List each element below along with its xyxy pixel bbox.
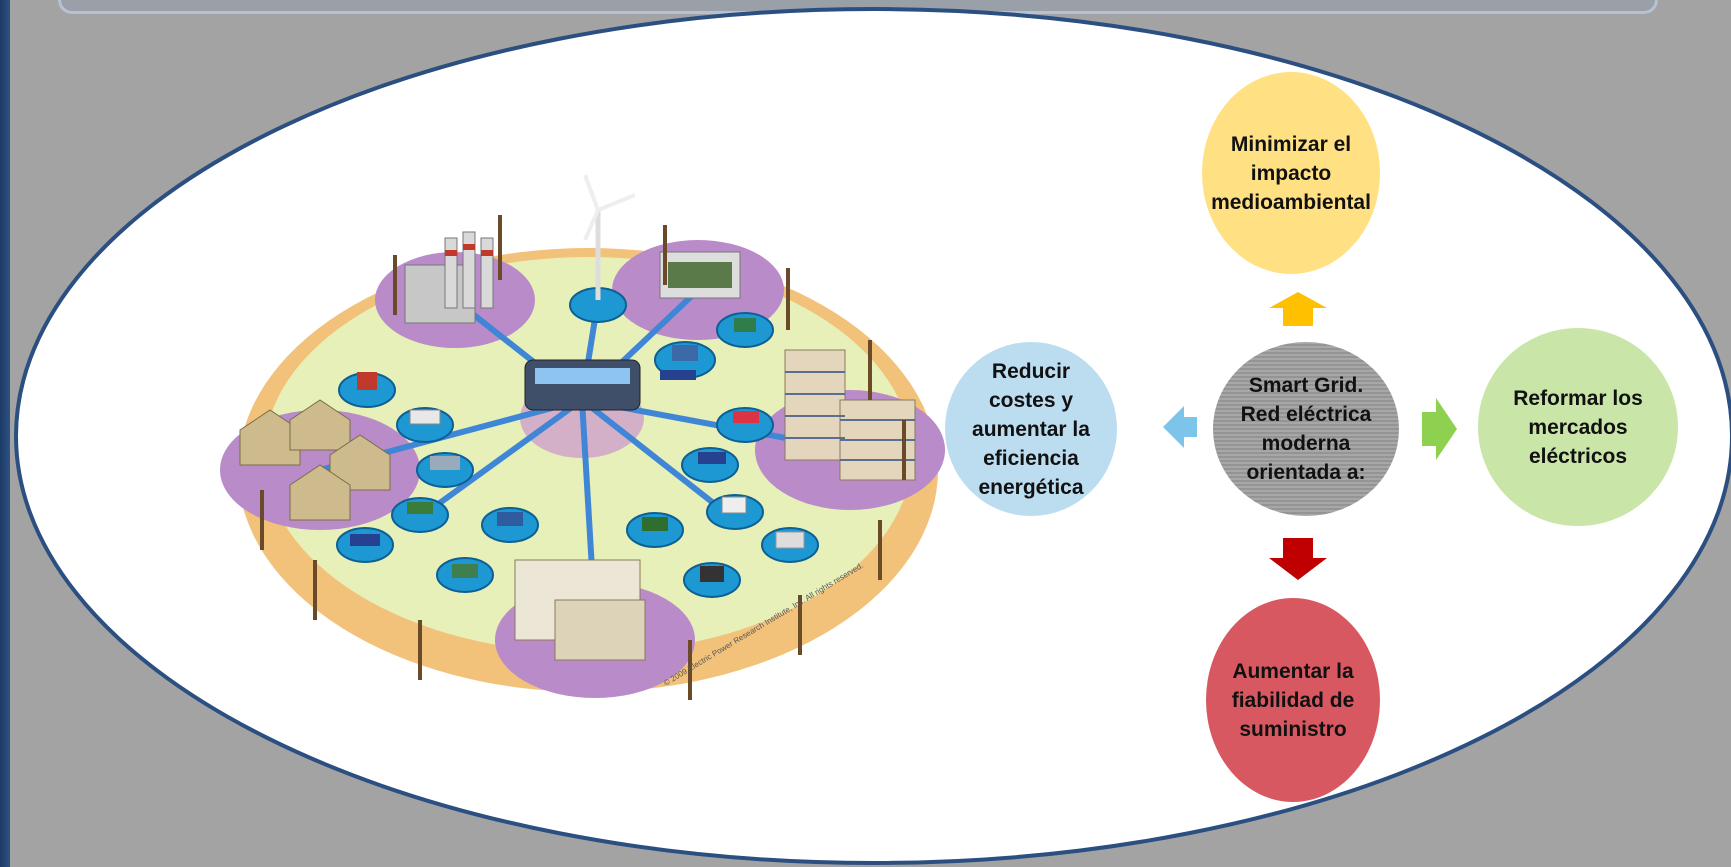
slide-left-edge xyxy=(0,0,10,867)
arrow-right-icon xyxy=(1422,398,1457,460)
goal-environment-circle: Minimizar el impacto medioambiental xyxy=(1202,72,1380,274)
goal-markets-circle: Reformar los mercados eléctricos xyxy=(1478,328,1678,526)
smart-grid-center-circle: Smart Grid. Red eléctrica moderna orient… xyxy=(1213,342,1399,516)
arrow-down-icon xyxy=(1269,538,1327,580)
arrow-up-icon xyxy=(1269,292,1327,326)
goal-efficiency-circle: Reducir costes y aumentar la eficiencia … xyxy=(945,342,1117,516)
arrow-left-icon xyxy=(1163,406,1197,448)
goal-reliability-circle: Aumentar la fiabilidad de suministro xyxy=(1206,598,1380,802)
smart-grid-illustration xyxy=(220,174,945,700)
